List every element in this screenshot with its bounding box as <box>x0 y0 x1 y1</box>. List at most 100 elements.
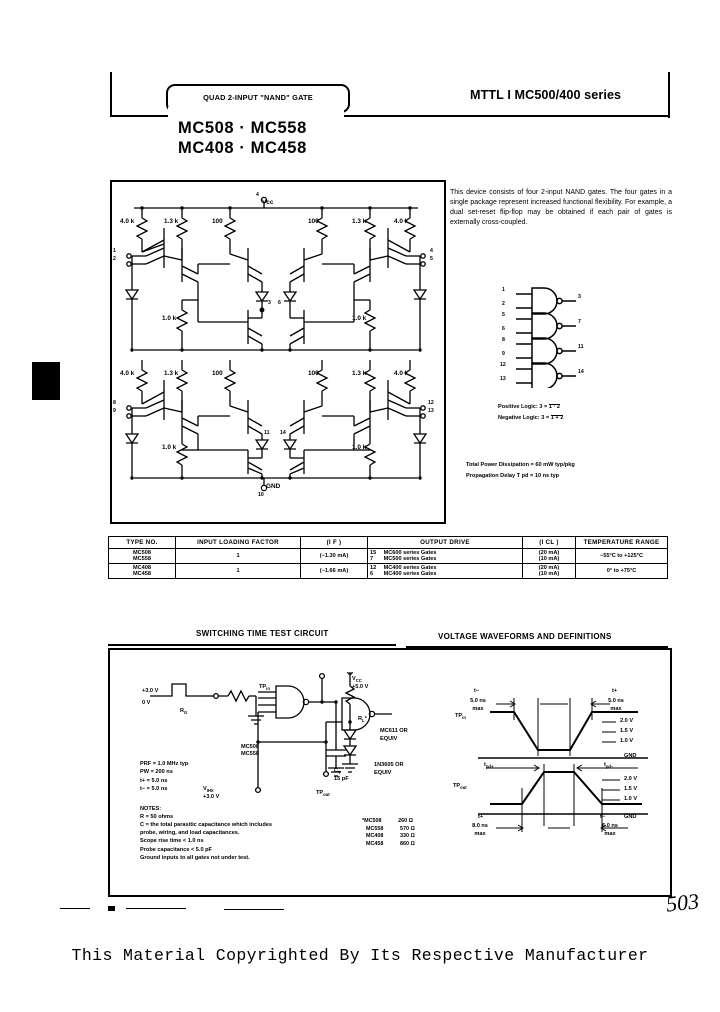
resistor-label-13k-tl: 1.3 k <box>164 218 179 225</box>
resistor-label-13k-tr: 1.3 k <box>352 218 367 225</box>
output-level-2v: 2.0 V <box>624 776 638 782</box>
resistor-label-1k-bl: 1.0 k <box>162 444 177 451</box>
scan-artifact-3 <box>126 908 186 909</box>
row2-drive-text1: MC400 series Gates <box>383 565 437 571</box>
input-level-15v: 1.5 V <box>620 728 634 734</box>
logic-pin-1: 1 <box>502 287 505 293</box>
lower-section-frame <box>108 648 672 897</box>
rl-val-1: 260 Ω <box>398 818 413 824</box>
vcc-supply-label: VCC +5.0 V <box>352 676 368 691</box>
row2-drive-line1: 12 MC400 series Gates <box>370 565 520 571</box>
tpd-minus-label: tpd− <box>604 762 613 770</box>
logic-pin-11: 11 <box>578 344 584 350</box>
row1-loading: 1 <box>175 548 301 564</box>
gnd-pin-number: 10 <box>258 492 264 498</box>
resistor-label-4k-tr: 4.0 k <box>394 218 409 225</box>
row2-loading: 1 <box>175 563 301 579</box>
output-tminus-label: t− <box>600 814 606 820</box>
vihx-subscript: IHX <box>206 788 214 794</box>
input-tminus-label: t− <box>474 688 480 694</box>
resistor-label-100-br: 100 <box>308 370 319 377</box>
header-rule <box>110 115 670 117</box>
resistor-label-1k-tl: 1.0 k <box>162 315 177 322</box>
stim-prf: PRF = 1.0 MHz typ <box>140 761 189 767</box>
col-output-drive: OUTPUT DRIVE <box>367 536 523 549</box>
output-tplus-label: t+ <box>478 814 484 820</box>
pin-label-3: 3 <box>268 300 271 306</box>
input-edge-rise: 5.0 ns max <box>598 698 634 713</box>
pin-label-1: 1 <box>113 248 116 254</box>
tpd-minus-subscript: pd− <box>605 764 614 770</box>
tp-in-text: TP <box>259 684 267 690</box>
tp-out-wf-text: TP <box>453 783 461 789</box>
heading-rule-right <box>406 646 668 648</box>
output-rise-max: max <box>474 830 486 837</box>
logic-pin-6: 6 <box>502 326 505 332</box>
row1-drive-text2: MC500 series Gates <box>383 556 437 562</box>
switching-test-circuit <box>136 669 436 822</box>
output-gnd-label: GND <box>624 814 637 820</box>
tp-out-text: TP <box>316 790 324 796</box>
rl-part-2: MC558 <box>366 825 384 832</box>
input-fall-time: 5.0 ns <box>470 698 486 704</box>
rl-part-1: MC508 <box>364 818 382 824</box>
input-tplus-label: t+ <box>612 688 618 694</box>
tp-out-label: TPout <box>316 790 330 798</box>
tp-out-subscript: out <box>323 792 330 798</box>
tpd-plus-text: t <box>484 762 486 768</box>
switching-test-heading: SWITCHING TIME TEST CIRCUIT <box>196 629 329 638</box>
row2-temp: 0° to +75°C <box>575 563 668 579</box>
ct-letter: C <box>334 768 339 774</box>
pin-label-14: 14 <box>280 430 286 436</box>
row1-drive-count2: 7 <box>370 556 374 562</box>
voltage-waveforms <box>452 676 664 861</box>
rl-val-4: 860 Ω <box>400 841 415 848</box>
pin-label-12: 12 <box>428 400 434 406</box>
rl-val-2: 570 Ω <box>400 825 415 832</box>
dut-label: MC508 MC558 <box>232 744 268 758</box>
vihx-value: +3.0 V <box>203 793 220 800</box>
col-if-symbol: (I F ) <box>300 536 368 549</box>
input-gnd-label: GND <box>624 753 637 759</box>
parameter-table: TYPE NO. INPUT LOADING FACTOR (I F ) OUT… <box>108 536 668 579</box>
table-header-row: TYPE NO. INPUT LOADING FACTOR (I F ) OUT… <box>108 536 668 549</box>
logic-pin-5: 5 <box>502 312 505 318</box>
waveforms-heading: VOLTAGE WAVEFORMS AND DEFINITIONS <box>438 632 612 641</box>
page-number: 503 <box>664 888 701 917</box>
header-right-bar <box>668 72 670 118</box>
resistor-label-13k-br: 1.3 k <box>352 370 367 377</box>
header-tab-mask <box>168 107 344 117</box>
pin-label-8: 8 <box>113 400 116 406</box>
positive-logic-expression: 1 · 2 <box>548 404 561 410</box>
rl-value-star: * <box>362 818 365 824</box>
rl-row-2: MC558 570 Ω <box>362 826 415 834</box>
row2-drive-count2: 6 <box>370 571 374 577</box>
rl-star: * <box>364 716 367 722</box>
row1-type-a: MC508 <box>132 550 152 556</box>
tp-in-label: TPin <box>259 684 270 692</box>
pin-label-9: 9 <box>113 408 116 414</box>
resistor-label-100-bl: 100 <box>212 370 223 377</box>
test-notes: NOTES: R = 50 ohms C = the total parasit… <box>140 805 272 862</box>
stim-tr: t+ = 5.0 ns <box>140 777 168 784</box>
note-scope: Scope rise time < 1.0 ns <box>140 838 204 845</box>
propagation-delay-note: Propagation Delay T pd = 10 ns typ <box>466 472 560 479</box>
row1-icl-2: (10 mA) <box>538 556 560 562</box>
dut-part-2: MC558 <box>240 750 260 757</box>
rg-label: RG <box>180 708 187 716</box>
input-rise-max: max <box>610 705 622 712</box>
scan-artifact-1 <box>60 908 90 909</box>
pulse-high-label: +3.0 V <box>142 688 159 694</box>
header-tab-label: QUAD 2-INPUT "NAND" GATE <box>203 93 313 102</box>
row2-type-b: MC458 <box>132 571 152 577</box>
output-level-15v: 1.5 V <box>624 786 638 792</box>
resistor-label-4k-tl: 4.0 k <box>120 218 135 225</box>
row2-icl-1: (20 mA) <box>538 565 560 571</box>
logic-pin-12: 12 <box>500 362 506 368</box>
row2-drive-line2: 6 MC400 series Gates <box>370 571 520 577</box>
row2-drive: 12 MC400 series Gates 6 MC400 series Gat… <box>367 563 523 579</box>
part-numbers-line2: MC408 · MC458 <box>178 139 307 157</box>
